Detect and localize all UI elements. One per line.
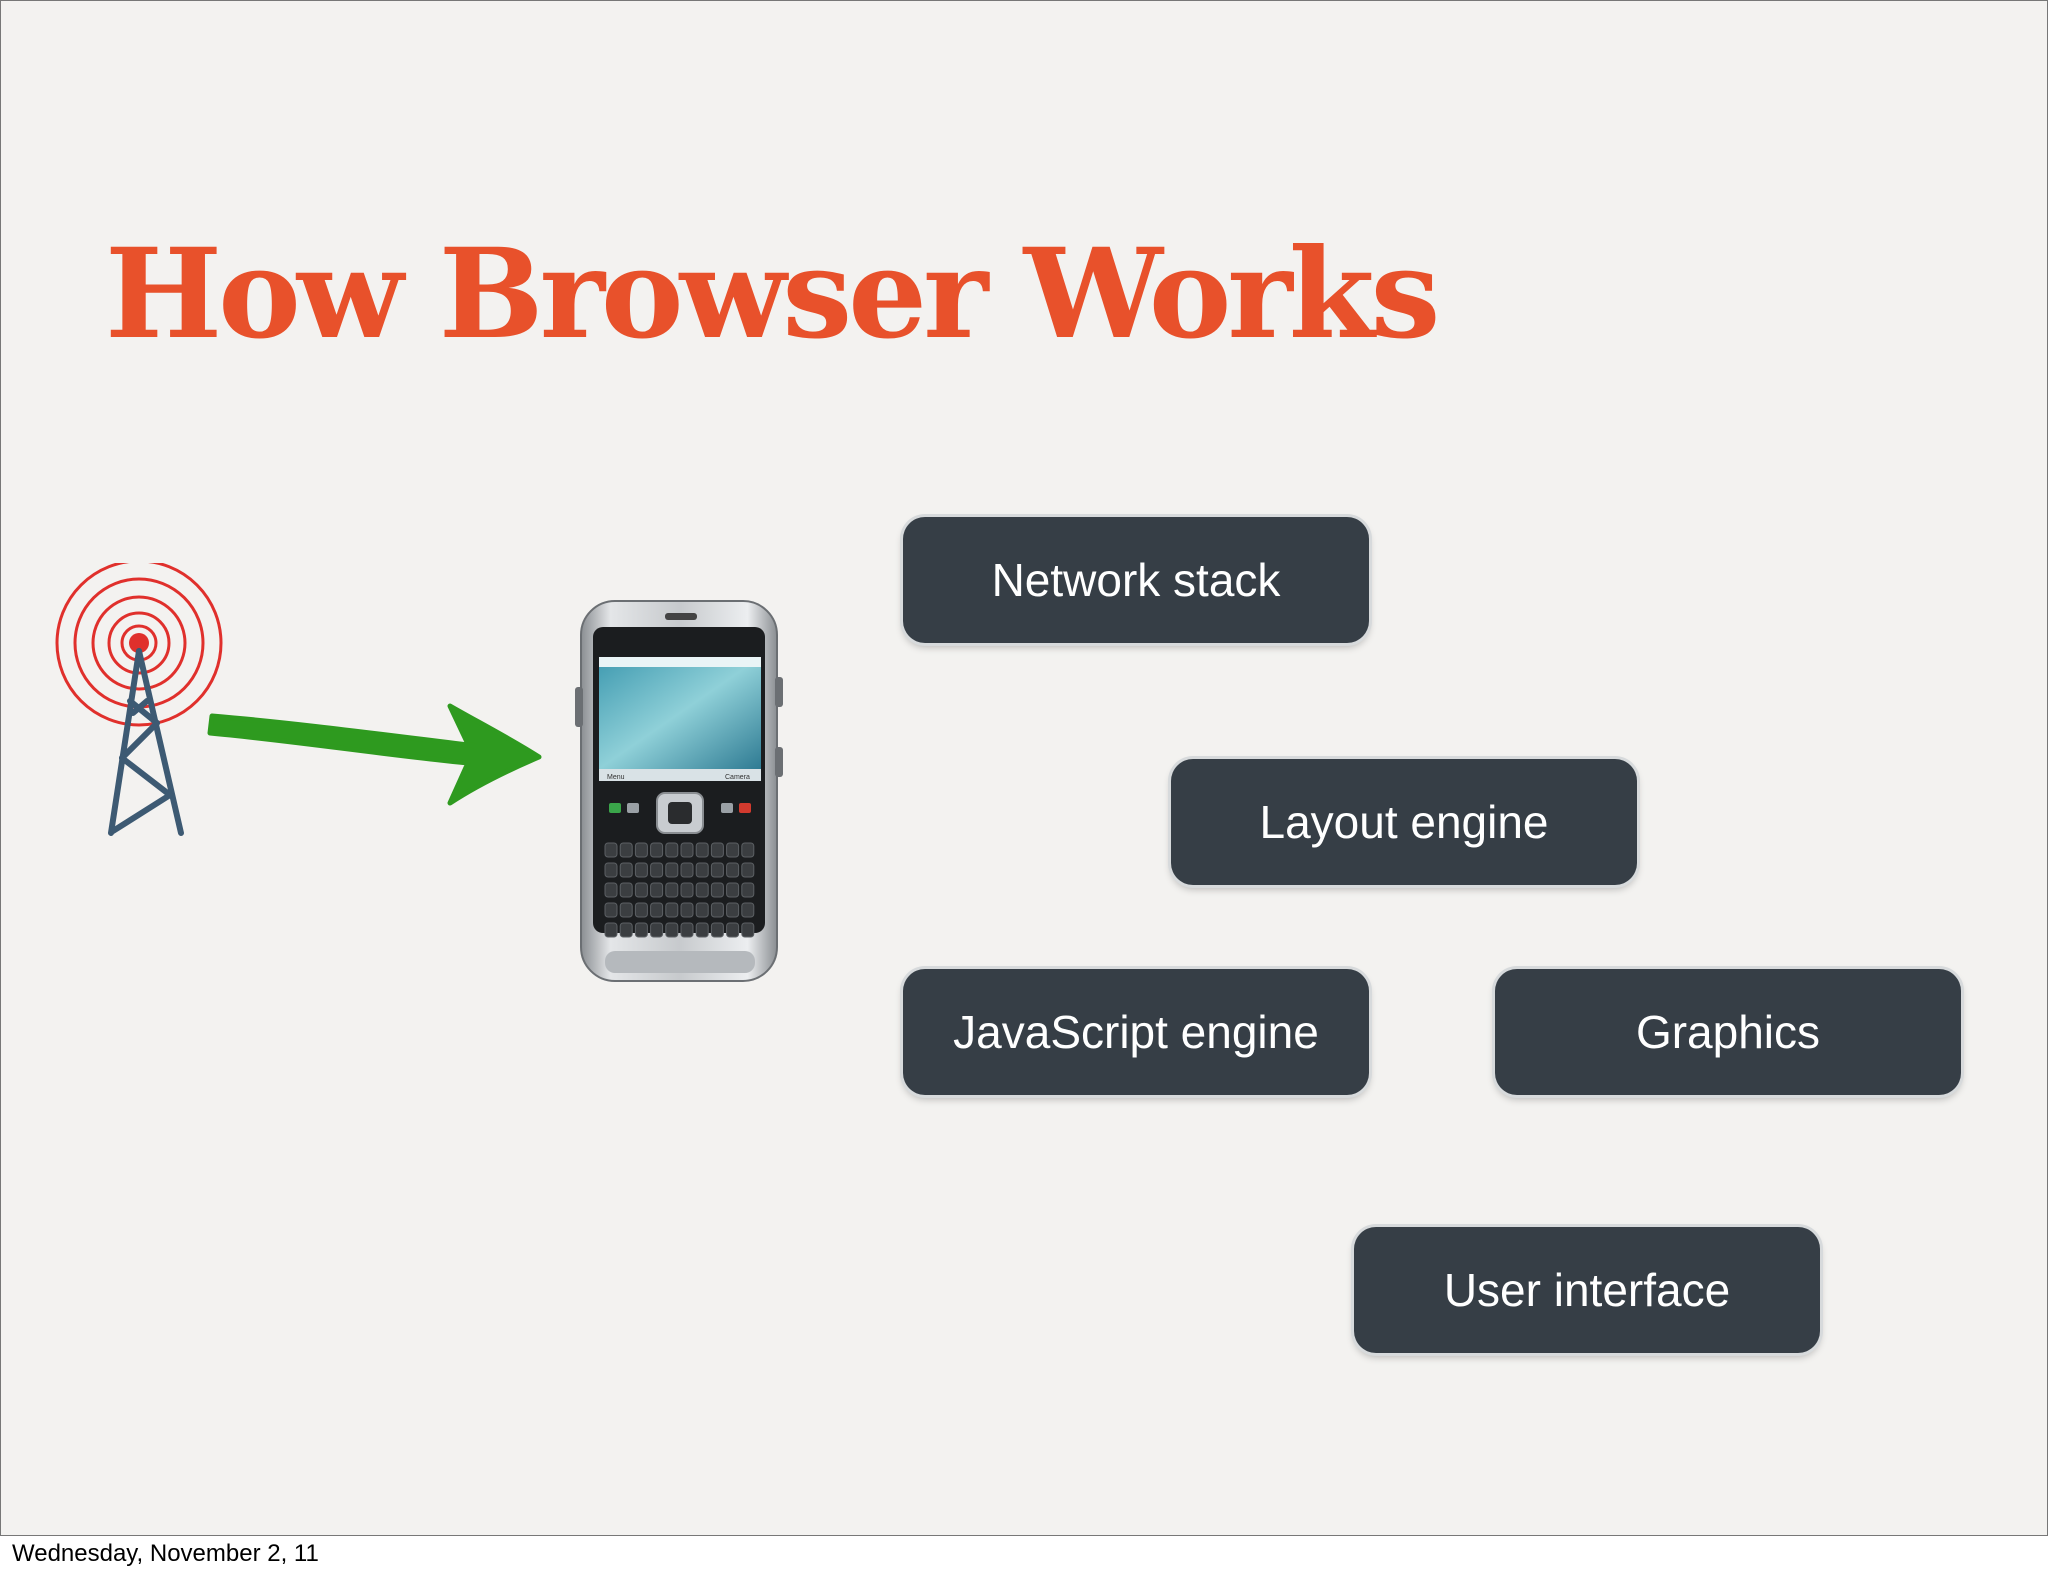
phone-key (619, 902, 633, 918)
phone-key (680, 862, 694, 878)
phone-key (741, 922, 755, 938)
phone-key (619, 842, 633, 858)
left-softkey-label: Menu (607, 774, 625, 781)
phone-key (680, 922, 694, 938)
phone-key (604, 882, 618, 898)
phone-key (665, 902, 679, 918)
phone-key (634, 902, 648, 918)
phone-key (695, 902, 709, 918)
phone-key (741, 862, 755, 878)
phone-key (634, 922, 648, 938)
javascript-engine-box: JavaScript engine (903, 969, 1369, 1095)
phone-key (695, 862, 709, 878)
phone-key (680, 882, 694, 898)
slide: How Browser Works (0, 0, 2048, 1536)
phone-key (726, 882, 740, 898)
phone-key (665, 862, 679, 878)
phone-key (650, 842, 664, 858)
phone-key (695, 922, 709, 938)
phone-key (619, 882, 633, 898)
layout-engine-box: Layout engine (1171, 759, 1637, 885)
phone-key (634, 882, 648, 898)
network-stack-box: Network stack (903, 517, 1369, 643)
slide-title: How Browser Works (105, 222, 1440, 367)
mobile-phone-icon: Menu Camera (575, 600, 783, 982)
phone-key (710, 862, 724, 878)
phone-key (726, 922, 740, 938)
footer-date: Wednesday, November 2, 11 (12, 1540, 319, 1567)
phone-key (619, 862, 633, 878)
phone-key (665, 922, 679, 938)
phone-key (710, 922, 724, 938)
phone-key (741, 842, 755, 858)
phone-key (650, 902, 664, 918)
phone-key (650, 882, 664, 898)
phone-keyboard (604, 842, 755, 938)
phone-key (695, 842, 709, 858)
phone-key (634, 842, 648, 858)
phone-key (741, 882, 755, 898)
phone-key (634, 862, 648, 878)
phone-key (604, 842, 618, 858)
phone-key (726, 902, 740, 918)
phone-key (726, 842, 740, 858)
phone-key (604, 922, 618, 938)
phone-key (680, 842, 694, 858)
phone-key (665, 882, 679, 898)
user-interface-box: User interface (1354, 1227, 1820, 1353)
phone-key (710, 842, 724, 858)
antenna-tower-icon (55, 563, 223, 836)
phone-key (665, 842, 679, 858)
phone-key (695, 882, 709, 898)
phone-key (604, 902, 618, 918)
phone-key (650, 862, 664, 878)
phone-key (741, 902, 755, 918)
phone-key (726, 862, 740, 878)
phone-key (650, 922, 664, 938)
phone-key (619, 922, 633, 938)
signal-arrow-icon (207, 703, 542, 806)
right-softkey-label: Camera (725, 774, 750, 781)
graphics-box: Graphics (1495, 969, 1961, 1095)
phone-key (710, 882, 724, 898)
phone-key (710, 902, 724, 918)
phone-key (680, 902, 694, 918)
phone-key (604, 862, 618, 878)
